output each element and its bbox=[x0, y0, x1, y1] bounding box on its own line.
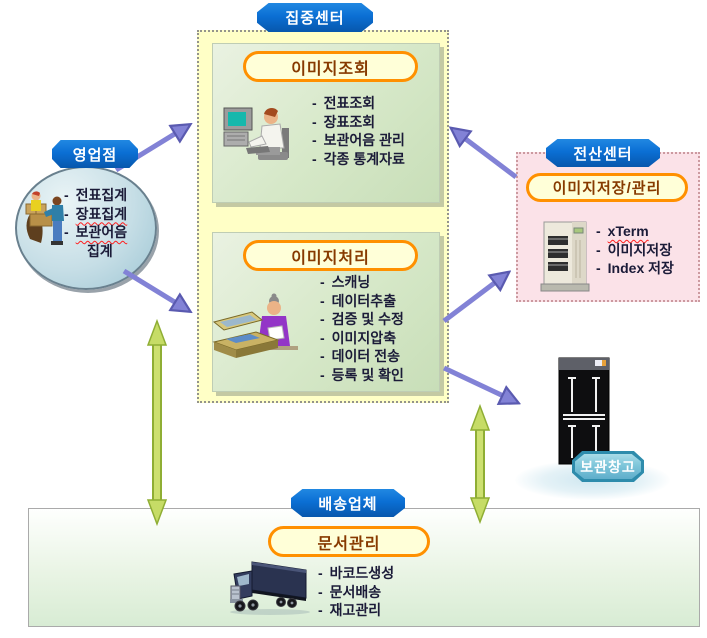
list-item: 이미지저장 bbox=[596, 241, 674, 260]
delivery-truck-icon bbox=[230, 561, 310, 615]
processing-to-storage-arrow bbox=[442, 365, 514, 401]
server-tower-icon bbox=[540, 221, 590, 292]
list-item: 각종 통계자료 bbox=[312, 150, 405, 169]
computing-items: xTerm 이미지저장 Index 저장 bbox=[596, 222, 674, 278]
processing-to-computing-arrow bbox=[442, 275, 505, 323]
list-item: 전표조회 bbox=[312, 94, 405, 113]
computing-center-label: 전산센터 bbox=[546, 139, 660, 167]
list-item: 이미지압축 bbox=[320, 329, 404, 348]
list-item: 데이터추출 bbox=[320, 292, 404, 311]
image-inquiry-title: 이미지조회 bbox=[243, 51, 418, 82]
image-processing-title: 이미지처리 bbox=[243, 240, 418, 271]
list-item: 데이터 전송 bbox=[320, 347, 404, 366]
list-item: 집계 bbox=[87, 242, 113, 259]
branch-label: 영업점 bbox=[52, 140, 138, 168]
branch-delivery-arrow bbox=[146, 318, 168, 527]
list-item: 장표조회 bbox=[312, 113, 405, 132]
list-item: 전표집계 bbox=[64, 186, 128, 205]
image-storage-title: 이미지저장/관리 bbox=[526, 173, 688, 202]
storage-cabinet-icon bbox=[558, 357, 610, 465]
branch-to-processing-arrow bbox=[122, 268, 186, 309]
delivery-company-label: 배송업체 bbox=[291, 489, 405, 517]
list-item: 재고관리 bbox=[318, 601, 394, 620]
person-at-computer-icon bbox=[223, 107, 289, 160]
list-item: 스캐닝 bbox=[320, 273, 404, 292]
list-item: 보관어음 bbox=[64, 223, 128, 242]
list-item: 문서배송 bbox=[318, 583, 394, 602]
list-item: Index 저장 bbox=[596, 259, 674, 278]
workers-with-boxes-icon bbox=[25, 191, 64, 245]
list-item: 검증 및 수정 bbox=[320, 310, 404, 329]
computing-to-inquiry-arrow bbox=[455, 131, 518, 179]
list-item: 보관어음 관리 bbox=[312, 131, 405, 150]
person-at-scanner-icon bbox=[212, 293, 298, 358]
list-item: 등록 및 확인 bbox=[320, 366, 404, 385]
image-inquiry-items: 전표조회 장표조회 보관어음 관리 각종 통계자료 bbox=[312, 94, 405, 168]
image-processing-items: 스캐닝 데이터추출 검증 및 수정 이미지압축 데이터 전송 등록 및 확인 bbox=[320, 273, 404, 384]
delivery-items: 바코드생성 문서배송 재고관리 bbox=[318, 564, 394, 620]
concentration-center-label: 집중센터 bbox=[257, 3, 373, 32]
storage-badge: 보관창고 bbox=[572, 451, 644, 482]
list-item: 바코드생성 bbox=[318, 564, 394, 583]
list-item: xTerm bbox=[596, 222, 674, 241]
center-delivery-arrow bbox=[469, 403, 491, 525]
document-management-title: 문서관리 bbox=[268, 526, 430, 557]
list-item: 장표집계 bbox=[64, 205, 128, 224]
storage-badge-label: 보관창고 bbox=[575, 454, 641, 479]
branch-items: 전표집계 장표집계 보관어음 집계 bbox=[64, 186, 128, 260]
